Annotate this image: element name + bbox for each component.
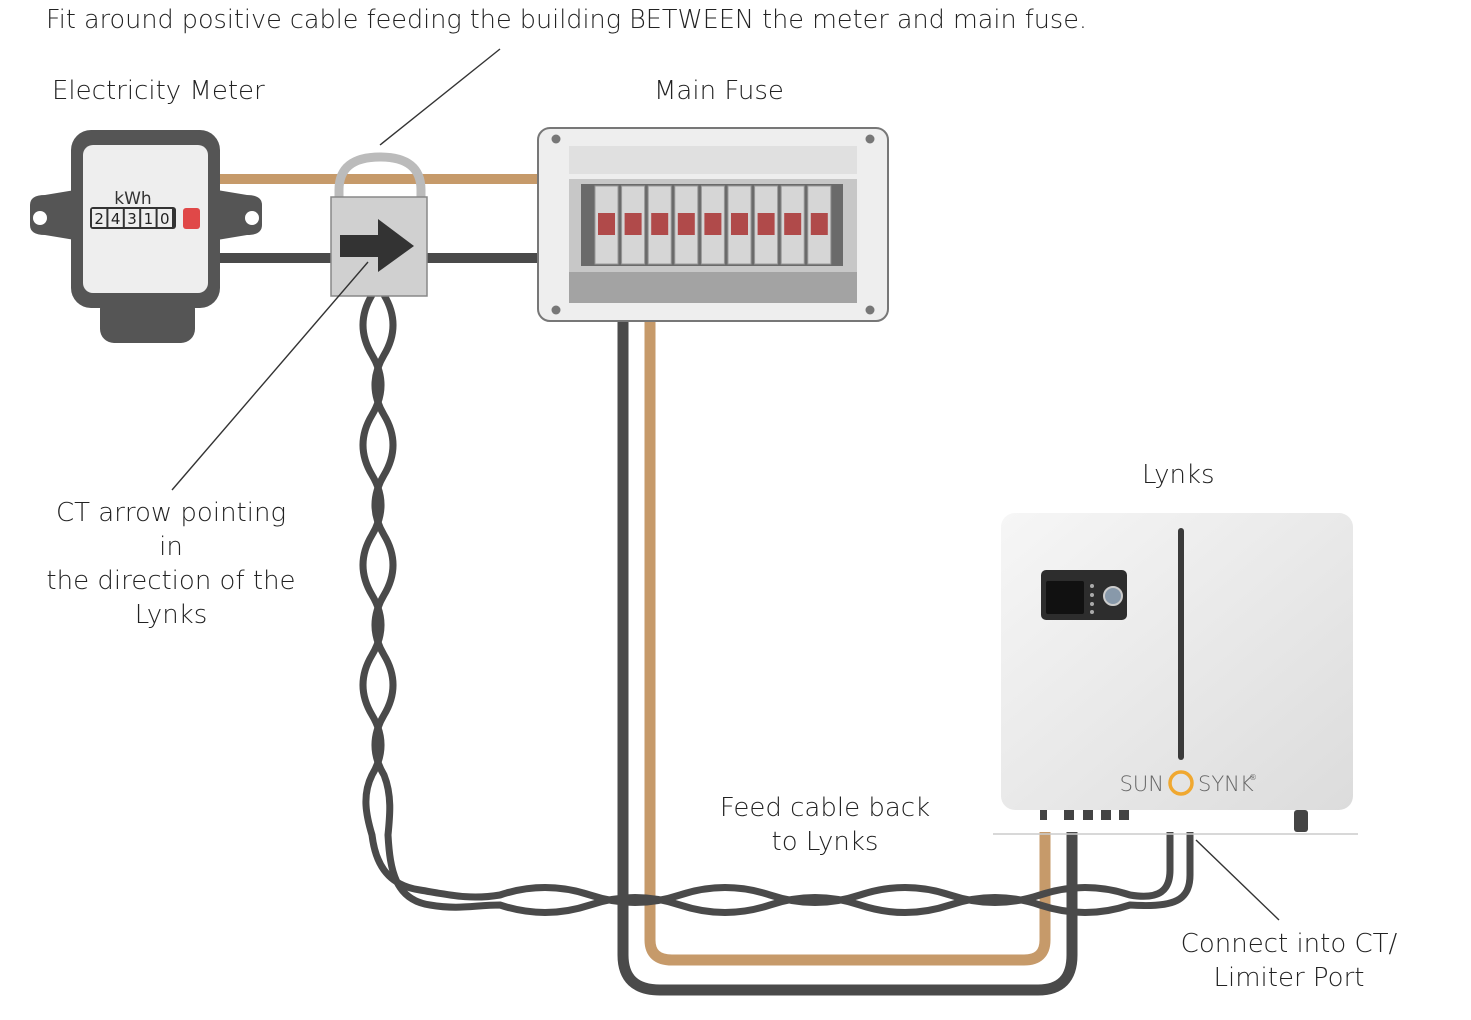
- meter-digit: 0: [160, 210, 170, 228]
- fuse-box-screw: [551, 134, 561, 144]
- breaker-switch: [757, 213, 775, 235]
- lynks-connector-row: [1040, 810, 1308, 832]
- leader-line-title: [379, 48, 501, 146]
- lynks-connector: [1083, 810, 1093, 820]
- lynks-unit: SUN SYNK ®: [993, 513, 1358, 835]
- lynks-body: [1001, 513, 1353, 810]
- brand-name-right: SYNK: [1198, 772, 1254, 796]
- meter-digit-cell: [92, 209, 107, 227]
- breaker-switch: [704, 213, 722, 235]
- brand-registered-mark: ®: [1249, 773, 1257, 782]
- brand-name-left: SUN: [1120, 772, 1164, 796]
- lynks-connector: [1040, 810, 1047, 820]
- lynks-connector: [1294, 810, 1308, 832]
- meter-mount-bracket: [30, 190, 75, 240]
- meter-digit: 3: [127, 210, 137, 228]
- meter-digit: 2: [94, 210, 104, 228]
- breaker-switch: [677, 213, 695, 235]
- callout-leader-lines: [171, 48, 1280, 921]
- circuit-breaker-row: [594, 185, 832, 265]
- breaker-switch: [598, 213, 615, 235]
- live-cable-fuse-to-lynks: [644, 318, 1051, 966]
- breaker-switch: [810, 213, 828, 235]
- diagram-title: Fit around positive cable feeding the bu…: [46, 5, 1087, 35]
- breaker-switch: [624, 213, 642, 235]
- lynks-divider-slot: [1178, 528, 1184, 760]
- ct-cable-strand-b: [371, 293, 1194, 916]
- lynks-status-light: [1090, 610, 1094, 614]
- right-arrow-icon: [340, 219, 414, 272]
- lynks-status-light: [1090, 593, 1094, 597]
- fuse-box-bottom-cover: [569, 272, 857, 303]
- meter-digit-cell: [141, 209, 156, 227]
- lynks-status-light: [1090, 602, 1094, 606]
- breaker-switch: [784, 213, 802, 235]
- lynks-feed-cables: [617, 318, 1078, 996]
- ct-twisted-cable: [359, 293, 1194, 916]
- feed-cable-callout: Feed cable back to Lynks: [705, 791, 945, 859]
- breaker-switch: [651, 213, 669, 235]
- feed-callout-line-1: Feed cable back: [719, 793, 931, 823]
- lynks-display-screen: [1046, 581, 1084, 614]
- ct-arrow-callout: CT arrow pointing in the direction of th…: [40, 496, 302, 632]
- leader-line-ct-port: [1195, 839, 1280, 921]
- lynks-connector: [1101, 810, 1111, 820]
- main-fuse-label: Main Fuse: [654, 76, 784, 106]
- fuse-box-screw: [865, 134, 875, 144]
- main-fuse-box: [537, 127, 889, 322]
- fuse-box-screw: [551, 305, 561, 315]
- meter-unit-label: kWh: [114, 189, 151, 209]
- lynks-control-knob: [1103, 586, 1123, 606]
- port-callout-line-2: Limiter Port: [1213, 963, 1365, 993]
- ct-port-callout: Connect into CT/ Limiter Port: [1160, 927, 1418, 995]
- breaker-switch: [731, 213, 748, 235]
- ct-clamp: [330, 152, 428, 297]
- lynks-connector: [1119, 810, 1129, 820]
- ct-callout-line-2: the direction of the: [46, 566, 296, 596]
- electricity-meter-label: Electricity Meter: [52, 76, 265, 106]
- meter-digit: 4: [111, 210, 121, 228]
- sunsynk-swirl-icon: [1168, 770, 1194, 796]
- leader-line-ct-arrow: [171, 261, 369, 491]
- lynks-status-light: [1090, 584, 1094, 588]
- feed-callout-line-2: to Lynks: [771, 827, 879, 857]
- neutral-cable-fuse-to-lynks: [617, 318, 1078, 996]
- meter-indicator-led: [183, 208, 200, 229]
- meter-digit: 1: [144, 210, 154, 228]
- meter-digit-cell: [124, 209, 140, 227]
- lynks-connector: [1064, 810, 1074, 820]
- meter-mount-bracket-right: [217, 190, 262, 240]
- ct-callout-line-3: Lynks: [134, 600, 208, 630]
- lynks-label: Lynks: [1142, 460, 1215, 490]
- meter-digit-cell: [157, 209, 172, 227]
- fuse-box-screw: [865, 305, 875, 315]
- port-callout-line-1: Connect into CT/: [1180, 929, 1398, 959]
- ct-callout-line-1: CT arrow pointing in: [55, 498, 287, 562]
- ct-clamp-hook: [334, 152, 426, 197]
- meter-digit-cell: [108, 209, 123, 227]
- meter-mount-hole-right: [245, 211, 259, 225]
- fuse-box-top-cover: [569, 146, 857, 174]
- meter-mount-hole-left: [33, 211, 47, 225]
